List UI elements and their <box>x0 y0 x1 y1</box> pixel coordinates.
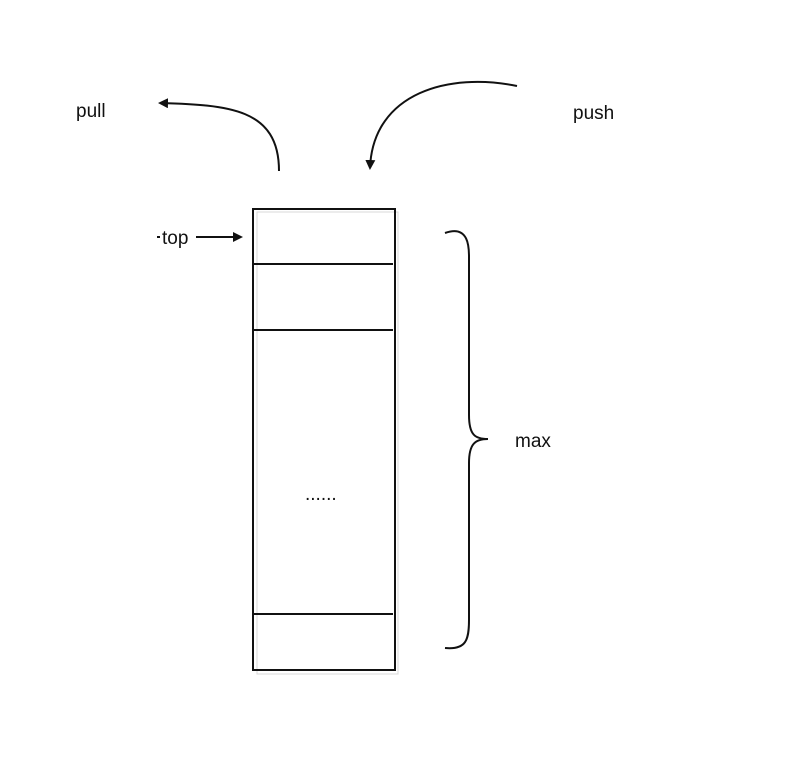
pull-arrow <box>158 98 280 172</box>
max-label: max <box>515 431 551 452</box>
push-arrow <box>365 80 518 170</box>
max-brace <box>444 230 489 650</box>
push-label: push <box>573 103 614 124</box>
stack-container <box>252 208 396 671</box>
stack-shadow <box>256 211 399 675</box>
pull-label: pull <box>76 101 106 122</box>
top-label: top <box>162 228 188 249</box>
ellipsis-label: ...... <box>305 484 337 505</box>
